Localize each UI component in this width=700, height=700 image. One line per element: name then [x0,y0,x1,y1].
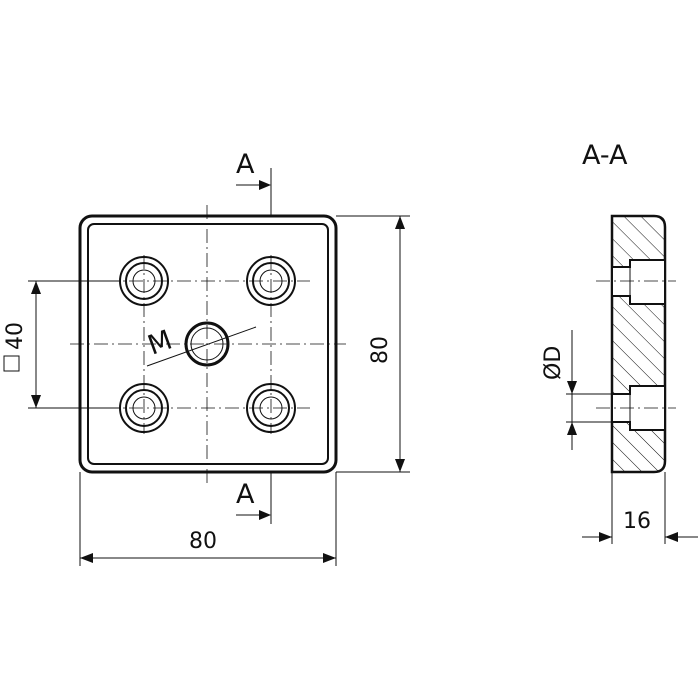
section-view: A-A ØD [541,140,698,544]
section-marker-bottom: A [236,472,272,524]
section-body [610,214,667,474]
counterbore-hole-bottom-right [246,383,296,433]
diameter-label: ØD [541,346,566,380]
counterbore-hole-top-right [246,256,296,306]
front-view: M A A 80 [3,149,410,566]
height-dimension: 80 [336,215,410,473]
section-marker-top: A [236,149,272,216]
diameter-dimension: ØD [541,330,612,450]
thickness-dimension: 16 [582,472,698,544]
square-symbol [3,355,20,372]
hole-spacing-dim-label: 40 [3,322,28,350]
thread-label: M [144,324,176,361]
hole-spacing-dimension: 40 [3,280,120,409]
width-dim-label: 80 [189,529,217,554]
section-counterbore-top [611,259,666,305]
height-dim-label: 80 [368,336,393,364]
section-marker-top-label: A [236,149,255,180]
threaded-center-hole: M [144,321,257,367]
width-dimension: 80 [79,472,337,566]
thickness-dim-label: 16 [623,509,651,534]
section-marker-bottom-label: A [236,479,255,510]
section-title: A-A [582,140,628,171]
